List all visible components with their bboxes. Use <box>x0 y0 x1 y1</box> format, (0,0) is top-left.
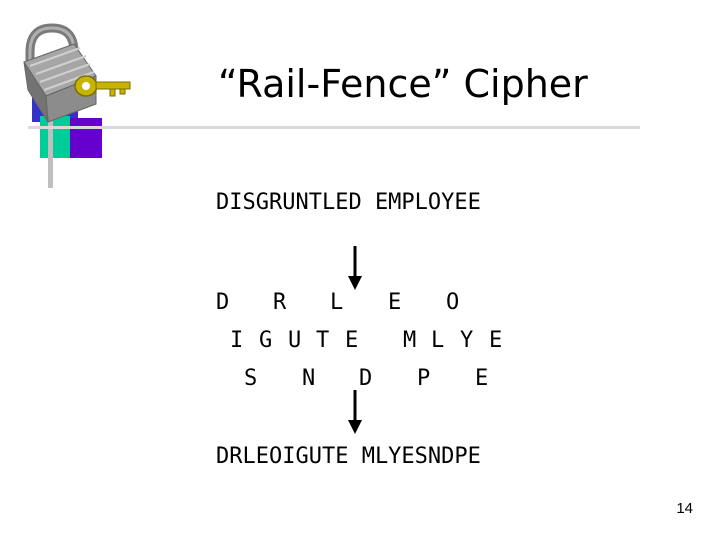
rail-3-letter: N <box>302 366 316 391</box>
rail-3-letter: P <box>417 366 431 391</box>
rail-3-letter: S <box>244 366 258 391</box>
rail-3-letter: D <box>359 366 373 391</box>
rail-1-letter: O <box>446 290 460 315</box>
rail-3-letter: E <box>475 366 489 391</box>
down-arrow-icon <box>348 246 362 290</box>
horizontal-divider <box>28 126 640 129</box>
rail-2-letter: E <box>489 328 503 353</box>
rail-2-letter: I <box>230 328 244 353</box>
rail-2-letter: M <box>403 328 417 353</box>
plaintext-message: DISGRUNTLED EMPLOYEE <box>216 190 481 215</box>
vertical-divider <box>48 60 53 188</box>
down-arrow-icon <box>348 390 362 434</box>
rail-2-letter: Y <box>460 328 474 353</box>
rail-2-letter: T <box>316 328 330 353</box>
teal-block <box>40 116 70 158</box>
page-number: 14 <box>676 500 693 517</box>
ciphertext-message: DRLEOIGUTE MLYESNDPE <box>216 444 481 469</box>
rail-2-letter: U <box>288 328 302 353</box>
rail-2-letter: G <box>259 328 273 353</box>
rail-2-letter: L <box>431 328 445 353</box>
rail-1-letter: D <box>216 290 230 315</box>
slide-title: “Rail-Fence” Cipher <box>218 62 588 106</box>
rail-1-letter: R <box>273 290 287 315</box>
rail-2-letter: E <box>345 328 359 353</box>
rail-1-letter: E <box>388 290 402 315</box>
rail-1-letter: L <box>330 290 344 315</box>
key-icon <box>74 75 131 97</box>
